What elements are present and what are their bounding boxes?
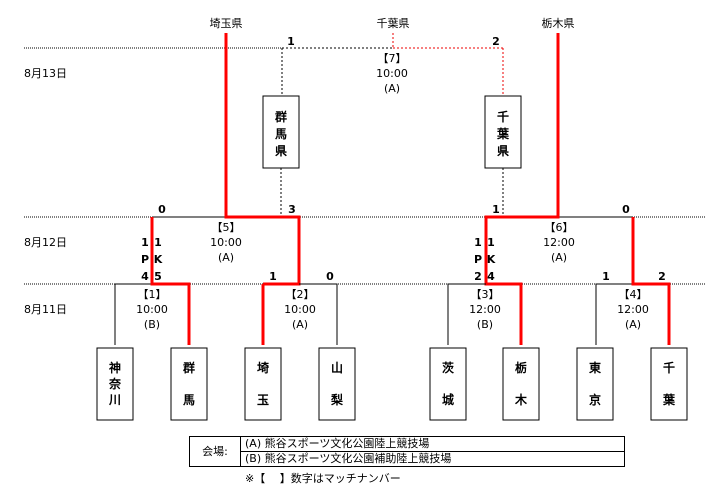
match-venue: (A) — [218, 251, 234, 264]
score: 1 — [487, 236, 495, 249]
bracket-line-winner — [224, 33, 301, 286]
team-char: 木 — [514, 392, 528, 407]
match-number: 【5】 — [212, 221, 241, 234]
match-number-note: ※【 】数字はマッチナンバー — [245, 472, 401, 485]
pk-score: 2 — [474, 270, 482, 283]
date-label: 8月11日 — [24, 303, 67, 316]
pk-score: 4 — [141, 270, 149, 283]
match-time: 10:00 — [284, 303, 316, 316]
pk-label: P — [474, 253, 482, 266]
seed-box-gunma — [262, 95, 300, 169]
match-number: 【7】 — [378, 52, 407, 65]
pk-score: 5 — [154, 270, 162, 283]
bracket-line-winner — [631, 217, 671, 345]
match-time: 10:00 — [136, 303, 168, 316]
seed-char: 葉 — [496, 126, 510, 141]
seed-char: 県 — [275, 144, 287, 158]
bracket-line — [299, 283, 338, 345]
match-number: 【4】 — [619, 288, 648, 301]
team-char: 葉 — [662, 392, 676, 407]
seed-char: 千 — [497, 109, 509, 124]
score: 1 — [602, 270, 610, 283]
score: 0 — [326, 270, 334, 283]
match-time: 12:00 — [469, 303, 501, 316]
match-venue: (A) — [625, 318, 641, 331]
score: 1 — [269, 270, 277, 283]
score: 2 — [658, 270, 666, 283]
team-box-saitama: 埼 玉 — [244, 347, 282, 421]
team-char: 城 — [442, 392, 454, 407]
seed-char: 県 — [497, 144, 509, 158]
team-char: 玉 — [257, 393, 269, 407]
team-box-yamanashi: 山 梨 — [318, 347, 356, 421]
team-char: 埼 — [257, 360, 269, 375]
score: 1 — [287, 35, 295, 48]
match-time: 10:00 — [376, 67, 408, 80]
bracket-line — [114, 283, 152, 345]
team-char: 馬 — [183, 393, 195, 407]
rank-label-saitama: 埼玉県 — [210, 16, 243, 30]
match-time: 10:00 — [210, 236, 242, 249]
team-char: 群 — [182, 360, 195, 375]
score: 1 — [141, 236, 149, 249]
rank-label-tochigi: 栃木県 — [542, 16, 575, 30]
team-char: 栃 — [515, 360, 527, 375]
team-box-kanagawa: 神 奈 川 — [96, 347, 134, 421]
score: 3 — [288, 203, 296, 216]
match-number: 【3】 — [471, 288, 500, 301]
pk-label: K — [154, 253, 163, 266]
venue-legend: 会場: (A) 熊谷スポーツ文化公園陸上競技場 (B) 熊谷スポーツ文化公園補助… — [189, 436, 625, 467]
team-box-tokyo: 東 京 — [576, 347, 614, 421]
seed-char: 群 — [274, 109, 287, 124]
match-number: 【2】 — [286, 288, 315, 301]
team-char: 京 — [589, 392, 601, 407]
venue-a: (A) 熊谷スポーツ文化公園陸上競技場 — [240, 436, 625, 452]
score: 2 — [492, 35, 500, 48]
match-time: 12:00 — [543, 236, 575, 249]
match-venue: (A) — [384, 82, 400, 95]
bracket-line-winner — [150, 217, 191, 345]
seed-char: 馬 — [275, 127, 287, 141]
bracket-line — [447, 283, 486, 345]
pk-label: K — [487, 253, 496, 266]
team-char: 奈 — [108, 376, 122, 391]
match-venue: (A) — [551, 251, 567, 264]
team-box-tochigi: 栃 木 — [502, 347, 540, 421]
score: 1 — [474, 236, 482, 249]
venue-b: (B) 熊谷スポーツ文化公園補助陸上競技場 — [240, 451, 625, 467]
bracket-line — [595, 283, 633, 345]
score: 0 — [622, 203, 630, 216]
match-number: 【1】 — [138, 288, 167, 301]
match-venue: (B) — [477, 318, 493, 331]
bracket-line-winner — [484, 33, 560, 345]
team-char: 茨 — [442, 360, 454, 375]
match-number: 【6】 — [545, 221, 574, 234]
team-char: 千 — [663, 360, 675, 375]
match-venue: (B) — [144, 318, 160, 331]
score: 1 — [154, 236, 162, 249]
date-label: 8月13日 — [24, 67, 67, 80]
team-box-ibaraki: 茨 城 — [429, 347, 467, 421]
team-char: 梨 — [330, 392, 343, 407]
venue-label: 会場: — [189, 436, 241, 467]
date-label: 8月12日 — [24, 236, 67, 249]
match-time: 12:00 — [617, 303, 649, 316]
match-venue: (A) — [292, 318, 308, 331]
team-char: 東 — [589, 360, 601, 375]
team-char: 神 — [109, 360, 121, 375]
score: 0 — [158, 203, 166, 216]
team-char: 山 — [331, 360, 343, 375]
pk-label: P — [141, 253, 149, 266]
rank-label-chiba: 千葉県 — [377, 16, 410, 30]
team-char: 川 — [108, 393, 121, 407]
team-box-chiba: 千 葉 — [650, 347, 688, 421]
pk-score: 4 — [487, 270, 495, 283]
team-box-gunma: 群 馬 — [170, 347, 208, 421]
score: 1 — [492, 203, 500, 216]
